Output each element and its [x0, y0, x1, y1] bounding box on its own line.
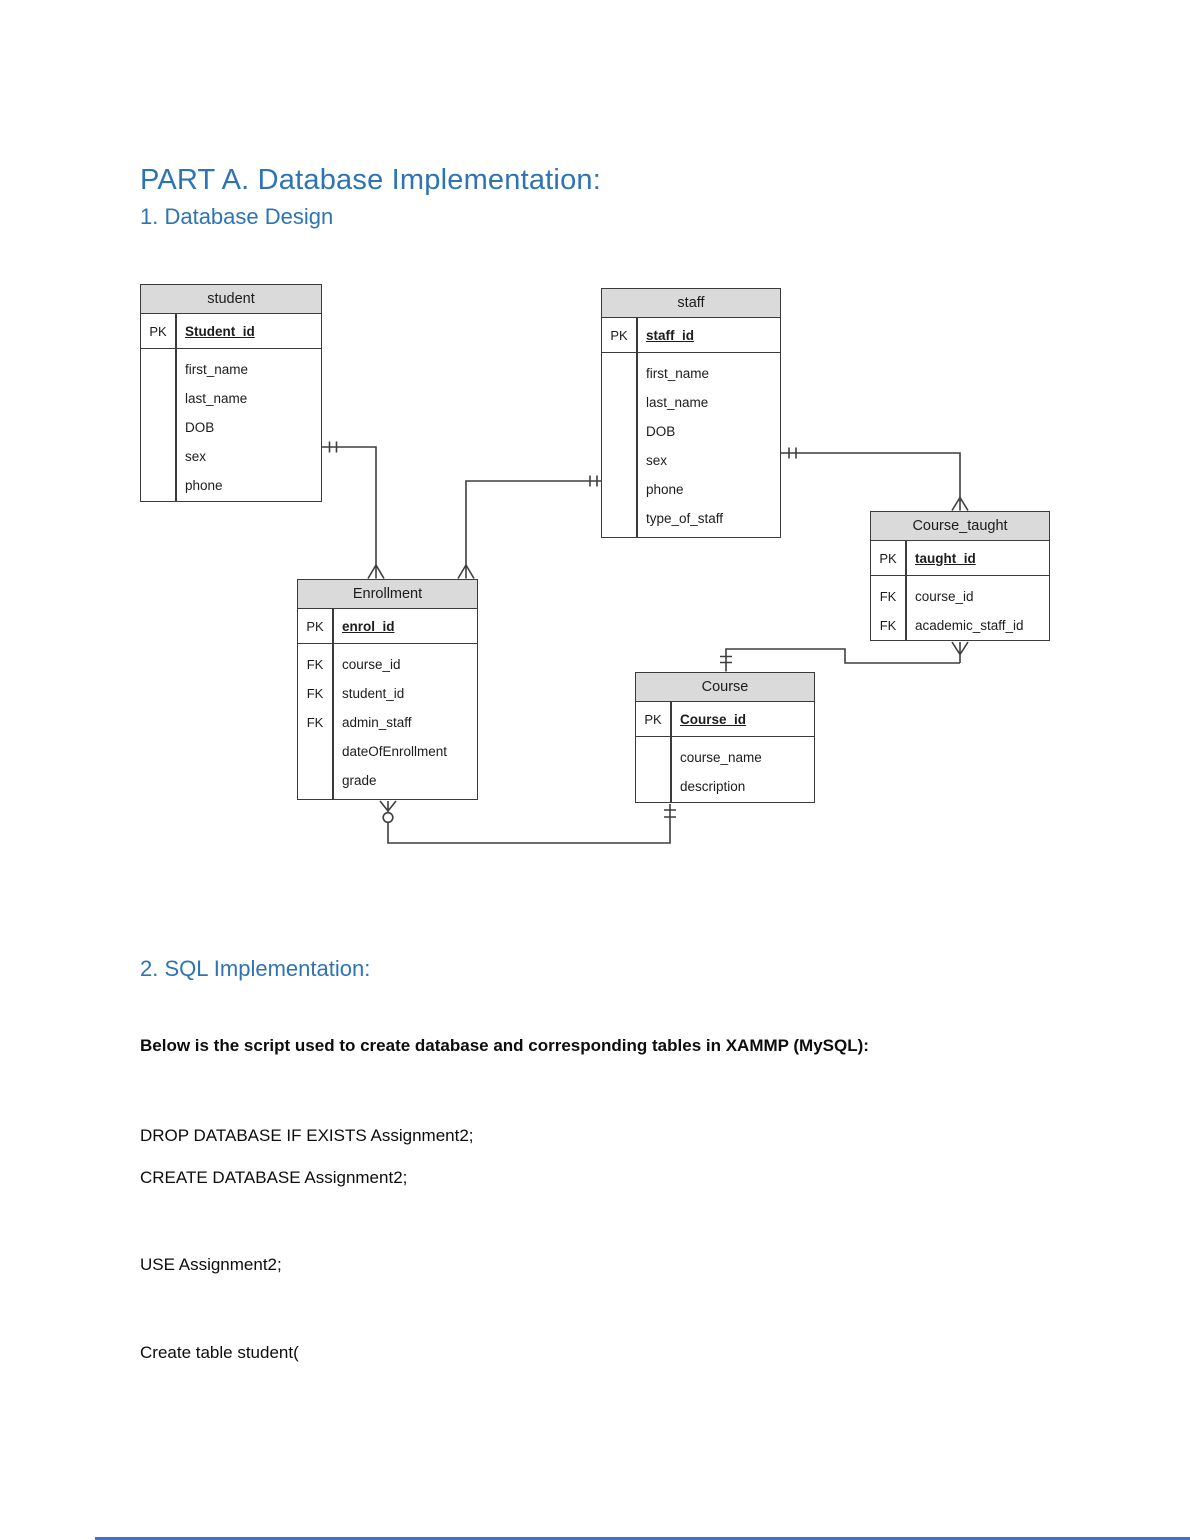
cardinality-one-ticks-icon	[788, 447, 797, 459]
field-row: phone	[646, 482, 684, 497]
relation-staff-course-taught	[781, 447, 969, 511]
pk-tag: PK	[610, 327, 628, 343]
cardinality-one-ticks-icon	[720, 655, 732, 664]
entity-title: Enrollment	[298, 580, 477, 609]
key-column-divider	[670, 701, 672, 802]
key-column-divider	[175, 313, 177, 501]
key-column-divider	[332, 608, 334, 799]
next-page-element-edge	[95, 1537, 1190, 1540]
sql-line: DROP DATABASE IF EXISTS Assignment2;	[140, 1126, 474, 1145]
cardinality-one-ticks-icon	[328, 441, 338, 453]
field-row: grade	[342, 773, 377, 788]
field-row: first_name	[646, 366, 710, 381]
cardinality-one-ticks-icon	[664, 809, 676, 818]
pk-row: PK staff_id	[602, 318, 780, 353]
pk-tag: PK	[879, 550, 897, 566]
section-heading-database-design: 1. Database Design	[140, 204, 334, 229]
section-heading-sql-implementation: 2. SQL Implementation:	[140, 956, 371, 981]
pk-tag: PK	[644, 711, 662, 727]
page-title: PART A. Database Implementation:	[140, 164, 601, 196]
pk-row: PK taught_id	[871, 541, 1049, 576]
crowsfoot-many-icon	[951, 497, 969, 511]
intro-text: Below is the script used to create datab…	[140, 1036, 869, 1055]
crowsfoot-many-icon	[379, 800, 397, 813]
pk-field: Student_id	[185, 323, 255, 339]
pk-field: staff_id	[646, 327, 695, 343]
sql-line: USE Assignment2;	[140, 1255, 282, 1274]
field-row: DOB	[646, 424, 676, 439]
entity-title: Course_taught	[871, 512, 1049, 541]
field-row: sex	[185, 449, 207, 464]
field-list: first_name last_name DOB sex phone	[141, 349, 321, 500]
field-row: last_name	[185, 391, 248, 406]
entity-table-staff: staff PK staff_id first_name last_name D…	[601, 288, 781, 538]
field-row: course_name	[680, 750, 762, 765]
field-list: course_name description	[636, 737, 814, 801]
field-row: last_name	[646, 395, 709, 410]
field-row: sex	[646, 453, 668, 468]
field-row: phone	[185, 478, 223, 493]
field-list: first_name last_name DOB sex phone type_…	[602, 353, 780, 533]
pk-field: taught_id	[915, 550, 976, 566]
field-row: dateOfEnrollment	[342, 744, 448, 759]
relation-enrollment-course	[379, 800, 676, 844]
key-column-divider	[905, 540, 907, 640]
pk-field: Course_id	[680, 711, 747, 727]
entity-title: student	[141, 285, 321, 314]
key-column-divider	[636, 317, 638, 537]
crowsfoot-many-icon	[367, 564, 385, 579]
pk-field: enrol_id	[342, 618, 395, 634]
pk-row: PK enrol_id	[298, 609, 477, 644]
entity-title: staff	[602, 289, 780, 318]
relation-course-taught-course	[720, 641, 969, 672]
entity-table-course: Course PK Course_id course_name descript…	[635, 672, 815, 803]
pk-row: PK Student_id	[141, 314, 321, 349]
crowsfoot-many-icon	[951, 641, 969, 663]
field-row: type_of_staff	[646, 511, 724, 526]
zero-cardinality-circle-icon	[382, 811, 394, 824]
relation-staff-enrollment	[457, 475, 601, 579]
relation-student-enrollment	[322, 441, 385, 579]
crowsfoot-many-icon	[457, 564, 475, 579]
field-row: DOB	[185, 420, 215, 435]
sql-line: CREATE DATABASE Assignment2;	[140, 1168, 408, 1187]
cardinality-one-ticks-icon	[589, 475, 598, 487]
field-row: description	[680, 779, 746, 794]
field-row: first_name	[185, 362, 249, 377]
sql-line: Create table student(	[140, 1343, 299, 1362]
entity-table-student: student PK Student_id first_name last_na…	[140, 284, 322, 502]
pk-row: PK Course_id	[636, 702, 814, 737]
entity-title: Course	[636, 673, 814, 702]
pk-tag: PK	[149, 323, 167, 339]
pk-tag: PK	[306, 618, 324, 634]
